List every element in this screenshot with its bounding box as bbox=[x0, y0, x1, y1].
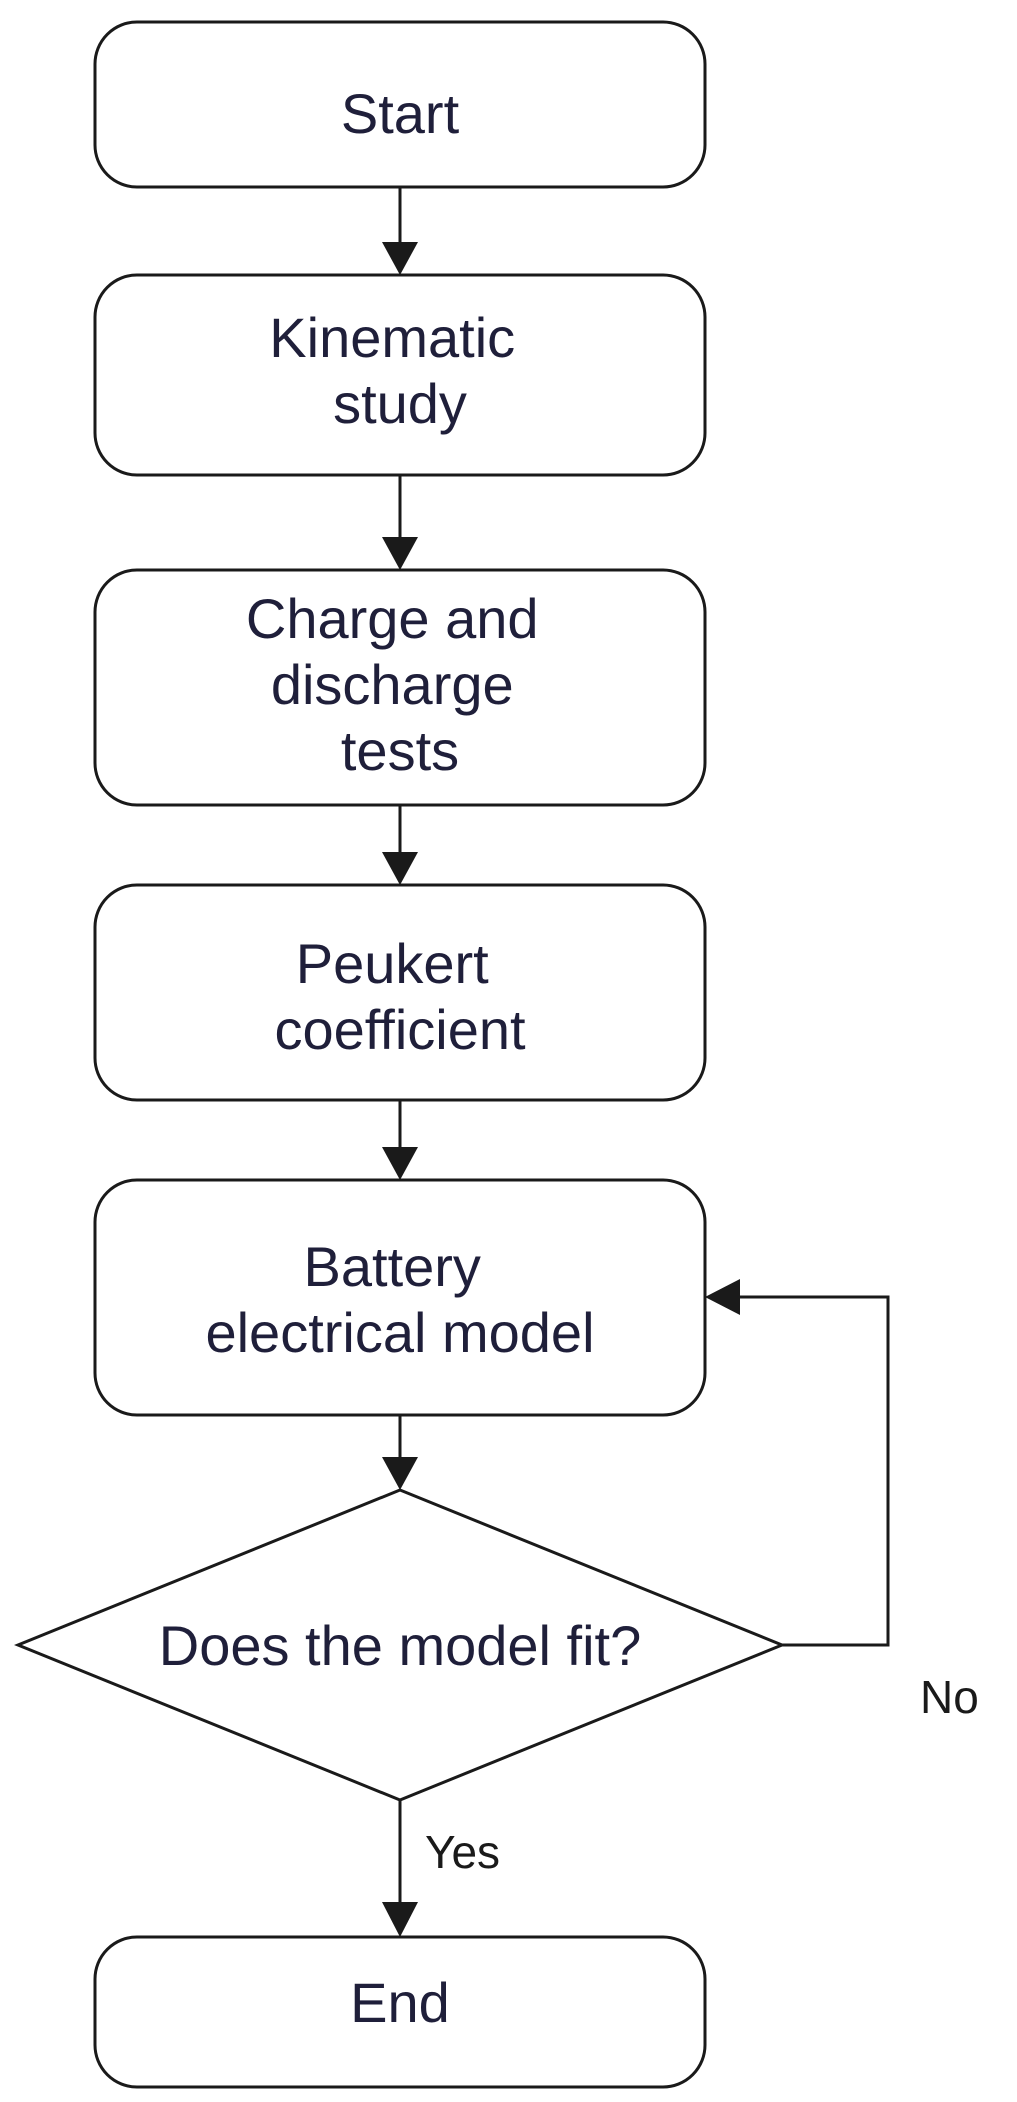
end-label: End bbox=[350, 1971, 450, 2034]
kinematic-label-line-1: Kinematic bbox=[269, 306, 515, 369]
peukert-coefficient-node: Peukert coefficient bbox=[93, 883, 707, 1102]
battery-label-line-2: electrical model bbox=[205, 1301, 594, 1364]
peukert-label-line-2: coefficient bbox=[274, 998, 526, 1061]
arrow-battery-to-decision bbox=[382, 1415, 418, 1490]
arrow-peukert-to-battery bbox=[382, 1100, 418, 1180]
tests-label-line-2: discharge bbox=[271, 653, 514, 716]
arrow-kinematic-to-tests bbox=[382, 475, 418, 570]
decision-label: Does the model fit? bbox=[159, 1614, 641, 1677]
peukert-label-line-1: Peukert bbox=[296, 932, 489, 995]
start-node: Start bbox=[93, 20, 707, 189]
tests-label-line-1: Charge and bbox=[246, 587, 539, 650]
svg-text:End: End bbox=[350, 1971, 450, 2034]
svg-text:Charge and discharge: Charge and discharge tests bbox=[246, 587, 554, 782]
battery-electrical-model-node: Battery electrical model bbox=[93, 1178, 707, 1417]
charge-discharge-tests-node: Charge and discharge tests bbox=[93, 568, 707, 807]
kinematic-label-line-2: study bbox=[333, 372, 467, 435]
arrow-no-loop-to-battery bbox=[705, 1279, 890, 1647]
svg-text:Peukert coefficient: Peukert coefficient bbox=[274, 932, 526, 1061]
start-label: Start bbox=[341, 82, 460, 145]
kinematic-study-node: Kinematic study bbox=[93, 273, 707, 477]
svg-text:Kinematic study: Kinematic study bbox=[269, 306, 530, 435]
arrow-tests-to-peukert bbox=[382, 805, 418, 885]
no-edge-label: No bbox=[920, 1671, 979, 1723]
arrow-start-to-kinematic bbox=[382, 187, 418, 275]
svg-text:Start: Start bbox=[341, 82, 460, 145]
battery-label-line-1: Battery bbox=[304, 1235, 481, 1298]
yes-edge-label: Yes bbox=[425, 1826, 500, 1878]
tests-label-line-3: tests bbox=[341, 719, 459, 782]
svg-text:Does the model fit?: Does the model fit? bbox=[159, 1614, 641, 1677]
arrow-yes-to-end bbox=[382, 1800, 418, 1937]
end-node: End bbox=[93, 1935, 707, 2089]
model-fit-decision-node: Does the model fit? bbox=[14, 1488, 786, 1802]
svg-text:Battery electrical model: Battery electrical model bbox=[205, 1235, 594, 1364]
